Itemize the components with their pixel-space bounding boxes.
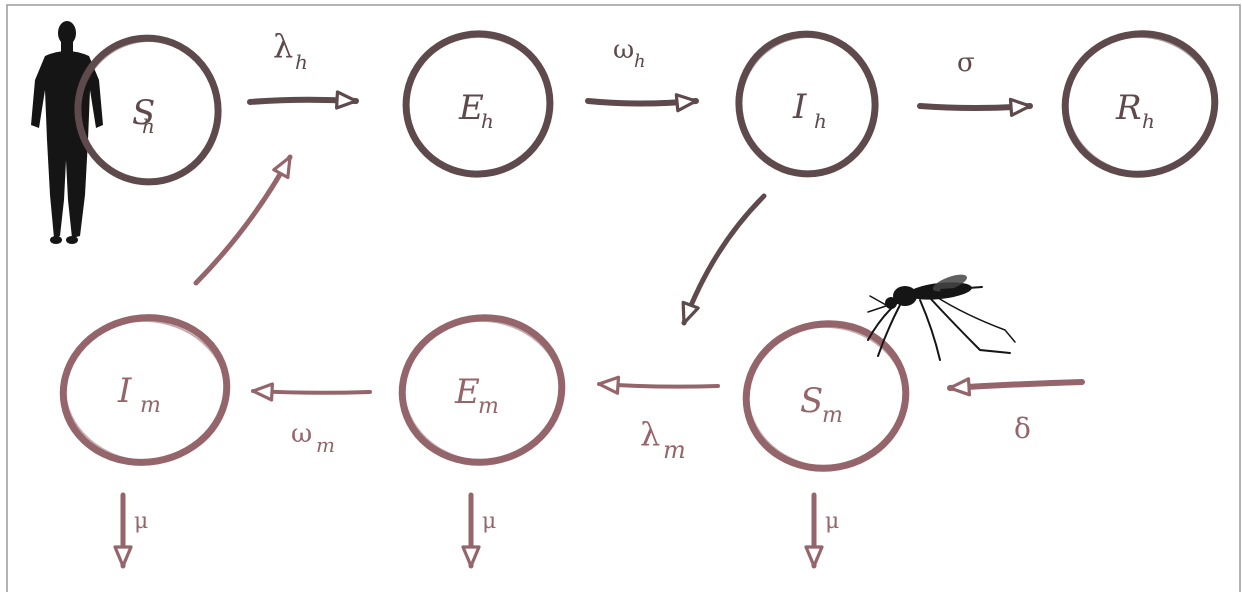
node-Sm-sub: m	[822, 403, 843, 428]
diagram-frame	[6, 4, 1241, 596]
node-Sm: S m	[742, 320, 910, 472]
node-Sh-label: S	[132, 93, 155, 133]
rate-omega-m-sub: m	[316, 433, 335, 457]
rate-mu-Sm: μ	[825, 509, 839, 534]
rate-lambda-m: λ m	[640, 415, 686, 464]
arrow-Em-to-Im	[251, 382, 372, 402]
rate-lambda-m-sub: m	[663, 436, 686, 464]
node-Ih-label: I	[792, 87, 807, 127]
arrow-delta-to-Sm	[947, 377, 1085, 397]
mosquito-icon	[867, 274, 1016, 361]
rate-sigma: σ	[957, 48, 975, 78]
node-Em-label: E	[454, 372, 480, 412]
node-Em-sub: m	[478, 394, 499, 419]
rate-lambda-h: λ h	[273, 27, 308, 74]
node-Sm-label: S	[800, 381, 823, 421]
rate-omega-m: ω m	[291, 419, 335, 457]
rate-omega-h-sub: h	[634, 51, 646, 72]
arrow-Sh-to-Eh	[247, 90, 359, 110]
rate-omega-h: ω h	[613, 35, 646, 72]
rate-lambda-m-symbol: λ	[640, 415, 660, 453]
rate-mu-Em: μ	[482, 509, 496, 534]
node-Sh: S h	[74, 34, 222, 186]
arrow-Sm-to-Em	[597, 375, 720, 395]
node-Rh-label: R	[1115, 88, 1142, 128]
node-Sh-sub: h	[142, 114, 155, 138]
node-Im-label: I	[117, 371, 132, 411]
node-Eh: E h	[402, 30, 554, 178]
arrow-Ih-to-Sm	[681, 193, 767, 326]
arrow-Eh-to-Ih	[585, 93, 699, 113]
arrow-Ih-to-Rh	[917, 97, 1033, 117]
arrow-Im-to-Sh	[193, 154, 293, 286]
rate-omega-m-symbol: ω	[291, 419, 312, 449]
rate-delta: δ	[1014, 412, 1031, 445]
node-Rh: R h	[1061, 30, 1219, 178]
node-Im-sub: m	[140, 393, 161, 418]
node-Im: I m	[59, 314, 231, 466]
node-Eh-label: E	[458, 88, 484, 128]
human-silhouette-icon	[31, 21, 103, 244]
node-Eh-sub: h	[481, 109, 494, 133]
rate-mu-Im: μ	[134, 509, 148, 534]
rate-omega-h-symbol: ω	[613, 35, 634, 65]
node-Ih-sub: h	[814, 109, 827, 133]
node-Rh-sub: h	[1142, 109, 1155, 133]
rate-lambda-h-sub: h	[295, 50, 308, 74]
node-Em: E m	[398, 314, 566, 466]
node-Ih: I h	[735, 30, 879, 178]
rate-lambda-h-symbol: λ	[273, 27, 293, 65]
